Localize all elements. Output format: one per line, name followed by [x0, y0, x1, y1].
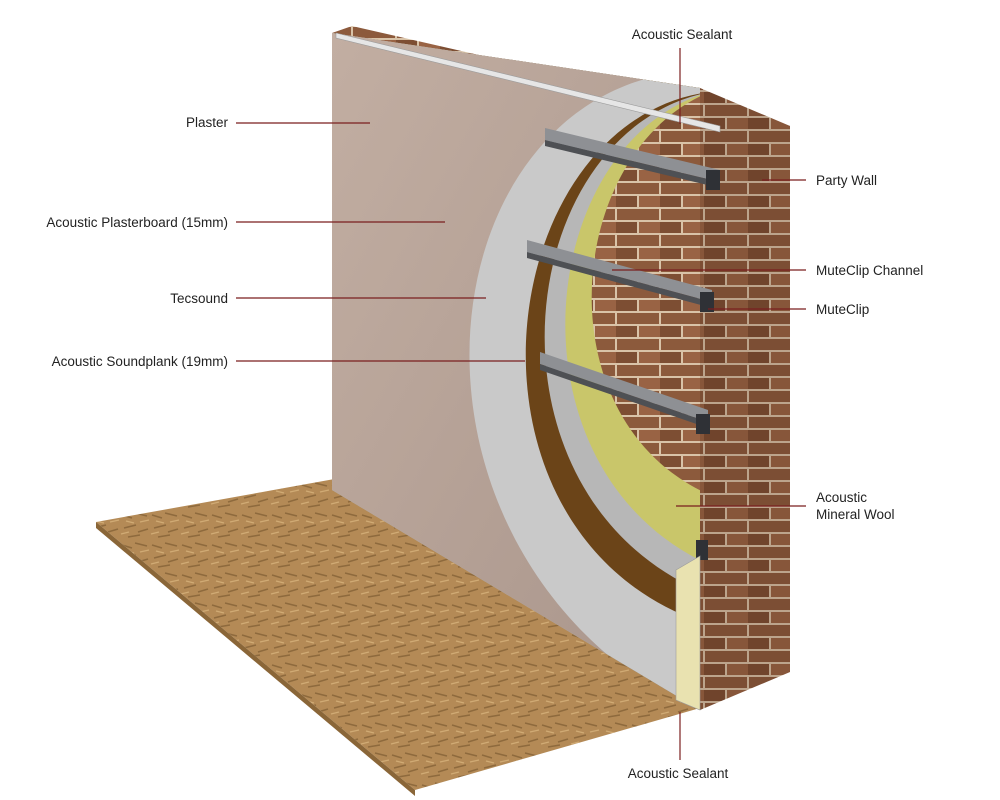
- party-wall-side-shade: [700, 88, 790, 710]
- label-mineral-wool-line2: Mineral Wool: [816, 507, 895, 522]
- top-sealant-strip: [335, 32, 721, 133]
- osb-floor-edge: [96, 522, 415, 796]
- label-mineral-wool-line1: Acoustic: [816, 490, 867, 505]
- channel-1: [545, 128, 720, 182]
- muteclip-2: [700, 292, 714, 312]
- channel-2: [527, 240, 712, 302]
- osb-floor: [96, 478, 700, 790]
- channel-2-face: [527, 252, 712, 308]
- label-sealant-bottom: Acoustic Sealant: [628, 766, 729, 781]
- label-party-wall: Party Wall: [816, 173, 877, 188]
- channel-3: [540, 352, 708, 422]
- label-muteclip-channel: MuteClip Channel: [816, 263, 923, 278]
- label-sealant-top: Acoustic Sealant: [632, 27, 733, 42]
- label-tecsound: Tecsound: [170, 291, 228, 306]
- label-plaster: Plaster: [186, 115, 229, 130]
- muteclip-3: [696, 414, 710, 434]
- channel-1-face: [545, 140, 720, 188]
- bottom-sealant-strip: [675, 555, 701, 711]
- channel-3-face: [540, 364, 708, 428]
- label-plasterboard: Acoustic Plasterboard (15mm): [46, 215, 228, 230]
- muteclip-1: [706, 170, 720, 190]
- muteclip-4: [696, 540, 708, 560]
- label-soundplank: Acoustic Soundplank (19mm): [52, 354, 228, 369]
- party-wall-side: [700, 88, 790, 710]
- label-muteclip: MuteClip: [816, 302, 869, 317]
- muteclip-channels: [527, 128, 720, 560]
